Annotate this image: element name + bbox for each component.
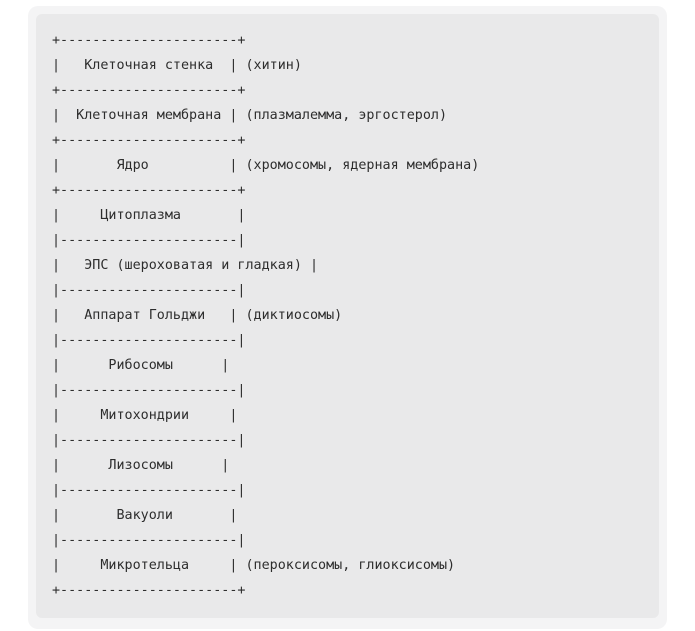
content-card: +----------------------+ | Клеточная сте… bbox=[28, 6, 667, 629]
ascii-cell-structure-table: +----------------------+ | Клеточная сте… bbox=[36, 14, 659, 618]
